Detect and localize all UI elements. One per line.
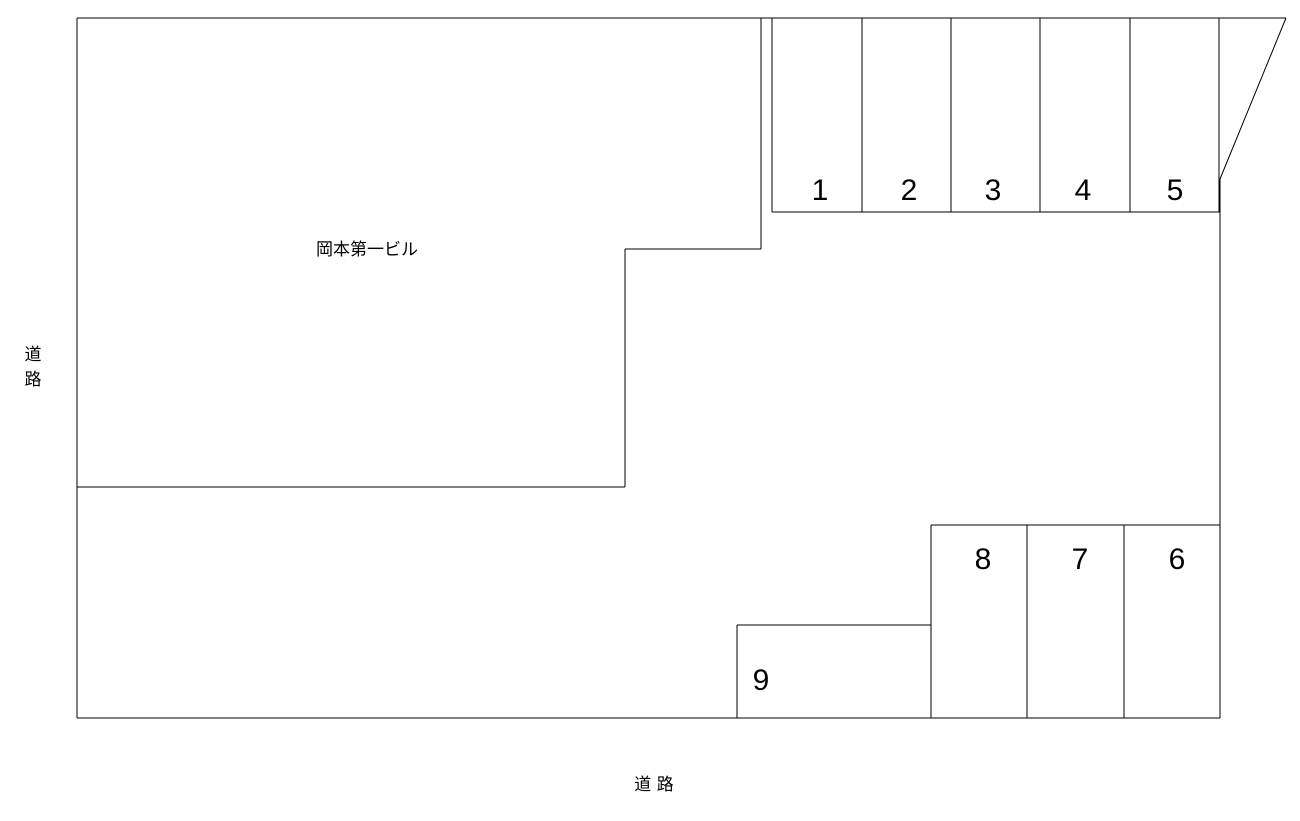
road-label-left-top: 道 <box>25 345 42 365</box>
building-outline <box>77 18 762 488</box>
parking-space-6: 6 <box>1169 543 1186 576</box>
parking-space-7: 7 <box>1072 543 1089 576</box>
site-outline <box>76 17 1287 719</box>
road-label-left-bottom: 路 <box>25 370 42 390</box>
parking-space-2: 2 <box>901 174 918 207</box>
parking-space-5: 5 <box>1167 174 1184 207</box>
parking-row-bottom <box>930 524 1220 718</box>
building-label: 岡本第一ビル <box>316 240 418 260</box>
road-label-bottom: 道 路 <box>634 775 673 795</box>
parking-row-top <box>771 18 1220 213</box>
parking-space-1: 1 <box>812 174 829 207</box>
parking-space-9-outline <box>736 624 931 718</box>
parking-space-4: 4 <box>1075 174 1092 207</box>
parking-space-9: 9 <box>753 664 770 697</box>
parking-space-3: 3 <box>985 174 1002 207</box>
parking-space-8: 8 <box>975 543 992 576</box>
